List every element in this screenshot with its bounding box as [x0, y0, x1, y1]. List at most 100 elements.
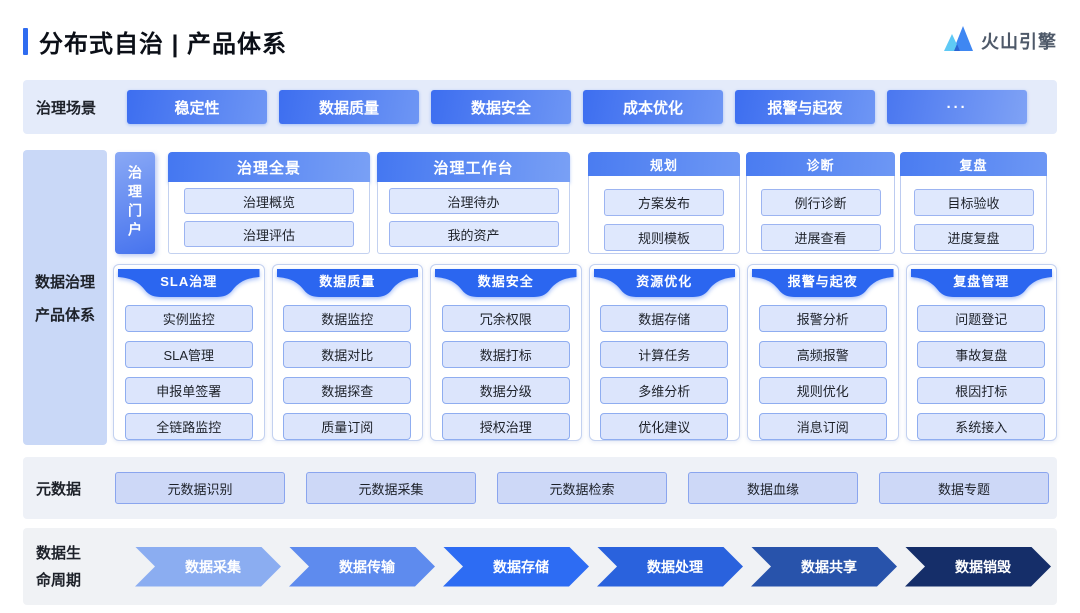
item-instance-monitoring[interactable]: 实例监控 — [124, 305, 253, 332]
item-compute-tasks[interactable]: 计算任务 — [600, 341, 729, 368]
scenarios-band: 治理场景 稳定性 数据质量 数据安全 成本优化 报警与起夜 ··· — [23, 80, 1057, 134]
column-alerting-oncall: 报警与起夜 报警分析 高频报警 规则优化 消息订阅 — [747, 264, 899, 441]
item-high-frequency-alerts[interactable]: 高频报警 — [758, 341, 887, 368]
item-issue-registration[interactable]: 问题登记 — [917, 305, 1046, 332]
item-data-comparison[interactable]: 数据对比 — [283, 341, 412, 368]
metadata-button-topics[interactable]: 数据专题 — [879, 472, 1049, 504]
item-plan-publish[interactable]: 方案发布 — [604, 189, 724, 216]
item-governance-overview[interactable]: 治理概览 — [184, 188, 354, 214]
header: 分布式自治 | 产品体系 火山引擎 — [23, 18, 1057, 64]
metadata-label: 元数据 — [36, 480, 82, 498]
ribbon-banner: SLA治理 — [118, 269, 260, 299]
column-title: SLA治理 — [160, 274, 218, 289]
scenario-button-alerting[interactable]: 报警与起夜 — [735, 90, 875, 124]
lifecycle-label: 数据生 命周期 — [23, 540, 135, 594]
card-header: 规划 — [588, 152, 740, 176]
column-data-security: 数据安全 冗余权限 数据打标 数据分级 授权治理 — [430, 264, 582, 441]
column-title: 数据安全 — [477, 274, 534, 289]
item-quality-subscription[interactable]: 质量订阅 — [283, 413, 412, 440]
item-incident-review[interactable]: 事故复盘 — [917, 341, 1046, 368]
item-data-storage[interactable]: 数据存储 — [600, 305, 729, 332]
card-body: 目标验收 进度复盘 — [901, 176, 1046, 251]
metadata-button-lineage[interactable]: 数据血缘 — [688, 472, 858, 504]
brand-logo: 火山引擎 — [944, 25, 1057, 57]
governance-portal-bar: 治理门户 — [115, 152, 155, 254]
item-optimization-suggestions[interactable]: 优化建议 — [600, 413, 729, 440]
item-multidimensional-analysis[interactable]: 多维分析 — [600, 377, 729, 404]
column-title: 数据质量 — [319, 274, 376, 289]
item-data-profiling[interactable]: 数据探查 — [283, 377, 412, 404]
column-review-management: 复盘管理 问题登记 事故复盘 根因打标 系统接入 — [905, 264, 1057, 441]
scenarios-label: 治理场景 — [36, 99, 97, 117]
metadata-button-identification[interactable]: 元数据识别 — [115, 472, 285, 504]
ribbon-banner: 报警与起夜 — [752, 269, 894, 299]
lifecycle-stage-transmission[interactable]: 数据传输 — [289, 547, 435, 587]
column-sla-governance: SLA治理 实例监控 SLA管理 申报单签署 全链路监控 — [113, 264, 265, 441]
item-governance-todo[interactable]: 治理待办 — [388, 188, 559, 214]
lifecycle-stages: 数据采集 数据传输 数据存储 数据处理 数据共享 数据销毁 — [135, 547, 1051, 587]
card-header: 治理全景 — [168, 152, 370, 182]
product-columns: SLA治理 实例监控 SLA管理 申报单签署 全链路监控 数据质量 数据监控 数… — [113, 264, 1057, 441]
card-body: 方案发布 规则模板 — [589, 176, 739, 251]
item-sla-management[interactable]: SLA管理 — [124, 341, 253, 368]
lifecycle-stage-destruction[interactable]: 数据销毁 — [905, 547, 1051, 587]
column-data-quality: 数据质量 数据监控 数据对比 数据探查 质量订阅 — [271, 264, 423, 441]
item-system-integration[interactable]: 系统接入 — [917, 413, 1046, 440]
card-header: 复盘 — [900, 152, 1047, 176]
card-planning: 规划 方案发布 规则模板 — [588, 152, 740, 254]
scenario-button-more[interactable]: ··· — [887, 90, 1027, 124]
item-authorization-governance[interactable]: 授权治理 — [441, 413, 570, 440]
card-header: 治理工作台 — [377, 152, 570, 182]
scenario-button-data-quality[interactable]: 数据质量 — [279, 90, 419, 124]
lifecycle-stage-sharing[interactable]: 数据共享 — [751, 547, 897, 587]
item-progress-view[interactable]: 进展查看 — [760, 224, 881, 251]
card-diagnosis: 诊断 例行诊断 进展查看 — [746, 152, 895, 254]
card-body: 治理待办 我的资产 — [377, 182, 570, 254]
metadata-buttons: 元数据识别 元数据采集 元数据检索 数据血缘 数据专题 — [115, 472, 1049, 504]
item-progress-review[interactable]: 进度复盘 — [913, 224, 1034, 251]
metadata-button-collection[interactable]: 元数据采集 — [306, 472, 476, 504]
metadata-button-search[interactable]: 元数据检索 — [497, 472, 667, 504]
card-review: 复盘 目标验收 进度复盘 — [900, 152, 1047, 254]
lifecycle-band: 数据生 命周期 数据采集 数据传输 数据存储 数据处理 数据共享 数据销毁 — [23, 528, 1057, 605]
item-declaration-signing[interactable]: 申报单签署 — [124, 377, 253, 404]
item-goal-acceptance[interactable]: 目标验收 — [913, 189, 1034, 216]
lifecycle-stage-collection[interactable]: 数据采集 — [135, 547, 281, 587]
title-block: 分布式自治 | 产品体系 — [23, 24, 287, 59]
metadata-band: 元数据 元数据识别 元数据采集 元数据检索 数据血缘 数据专题 — [23, 457, 1057, 519]
ribbon-banner: 数据安全 — [435, 269, 577, 299]
item-rule-template[interactable]: 规则模板 — [604, 224, 724, 251]
item-root-cause-tagging[interactable]: 根因打标 — [917, 377, 1046, 404]
card-header: 诊断 — [746, 152, 895, 176]
brand-name: 火山引擎 — [981, 32, 1057, 52]
item-data-monitoring[interactable]: 数据监控 — [283, 305, 412, 332]
scenario-button-cost-optimization[interactable]: 成本优化 — [583, 90, 723, 124]
card-governance-panorama: 治理全景 治理概览 治理评估 — [168, 152, 370, 254]
item-my-assets[interactable]: 我的资产 — [388, 221, 559, 247]
portal-label: 治理门户 — [127, 165, 143, 241]
item-message-subscription[interactable]: 消息订阅 — [758, 413, 887, 440]
scenario-buttons: 稳定性 数据质量 数据安全 成本优化 报警与起夜 ··· — [127, 90, 1027, 124]
lifecycle-stage-storage[interactable]: 数据存储 — [443, 547, 589, 587]
lifecycle-stage-processing[interactable]: 数据处理 — [597, 547, 743, 587]
lifecycle-label-line-2: 命周期 — [36, 571, 82, 589]
ribbon-banner: 资源优化 — [593, 269, 735, 299]
item-routine-diagnosis[interactable]: 例行诊断 — [760, 189, 881, 216]
item-alert-analysis[interactable]: 报警分析 — [758, 305, 887, 332]
volcano-mountains-icon — [944, 25, 974, 57]
title-accent-bar — [23, 27, 28, 55]
scenario-button-stability[interactable]: 稳定性 — [127, 90, 267, 124]
column-title: 报警与起夜 — [787, 274, 858, 289]
item-redundant-permissions[interactable]: 冗余权限 — [441, 305, 570, 332]
governance-sidebar-label: 数据治理 产品体系 — [23, 150, 107, 445]
item-rule-optimization[interactable]: 规则优化 — [758, 377, 887, 404]
item-data-classification[interactable]: 数据分级 — [441, 377, 570, 404]
page-title: 分布式自治 | 产品体系 — [39, 30, 288, 58]
item-data-tagging[interactable]: 数据打标 — [441, 341, 570, 368]
column-title: 资源优化 — [636, 274, 693, 289]
item-governance-assessment[interactable]: 治理评估 — [184, 221, 354, 247]
item-full-link-monitoring[interactable]: 全链路监控 — [124, 413, 253, 440]
ribbon-banner: 数据质量 — [276, 269, 418, 299]
scenario-button-data-security[interactable]: 数据安全 — [431, 90, 571, 124]
card-body: 例行诊断 进展查看 — [747, 176, 894, 251]
